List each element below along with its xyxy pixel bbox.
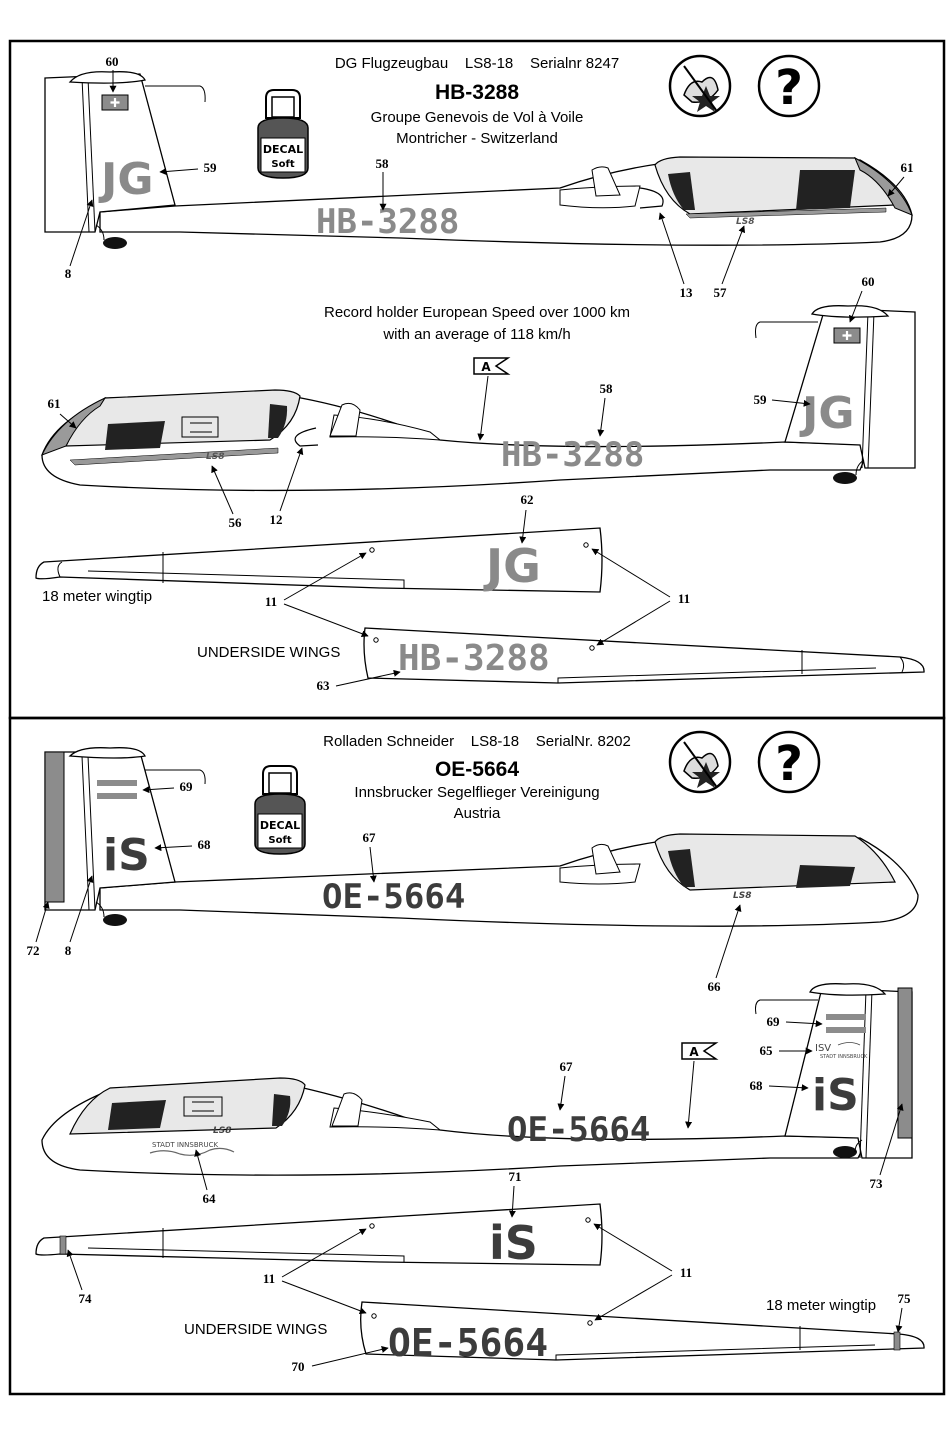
arrow-tag-a-2-label: A [689, 1045, 699, 1059]
panel1-ls-logo: LS8 [736, 217, 754, 227]
callout-11-left-2: 11 [263, 1271, 275, 1286]
callout-67-top: 67 [363, 830, 377, 845]
decal-bottle-line1: DECAL [263, 143, 303, 156]
panel1-manufacturer: DG Flugzeugbau LS8-18 Serialnr 8247 [335, 55, 619, 72]
panel1-fuselage-reg-2: HB-3288 [501, 435, 644, 475]
glider-2-side-left: ISV STADT INNSBRUCK iS OE-5664 LS8 STADT… [41, 983, 913, 1176]
callout-13: 13 [680, 285, 694, 300]
wing-upper-2: iS [35, 1203, 603, 1270]
question-mark-icon-2: ? [757, 730, 821, 794]
decal-soft-bottle-icon: DECAL Soft [257, 89, 309, 179]
panel2-fin-code: iS [103, 830, 150, 881]
callout-73: 73 [870, 1176, 884, 1191]
callout-60-top: 60 [106, 54, 119, 69]
callout-65: 65 [760, 1043, 774, 1058]
panel2-fuselage-reg-2: OE-5664 [507, 1110, 650, 1150]
callout-11-right-2: 11 [680, 1265, 692, 1280]
decal-bottle-line2-2: Soft [268, 835, 291, 846]
wing-upper-1: JG [35, 527, 603, 593]
panel1-ls-logo-2: LS8 [206, 452, 224, 462]
panel2-wing-code: iS [489, 1216, 538, 1270]
callout-64: 64 [203, 1191, 217, 1206]
callout-11-right: 11 [678, 591, 690, 606]
callout-60-mid: 60 [862, 274, 875, 289]
help-symbol: ? [775, 60, 803, 116]
panel2-fuselage-reg: OE-5664 [322, 877, 465, 917]
glider-2-side-right: iS OE-5664 LS8 [44, 747, 919, 927]
callout-67-mid: 67 [560, 1059, 574, 1074]
panel1-record-line2: with an average of 118 km/h [382, 326, 570, 343]
panel2-fin-code-2: iS [812, 1070, 859, 1121]
callout-66: 66 [708, 979, 722, 994]
austrian-flag-icon-2 [826, 1014, 866, 1033]
callout-61-mid: 61 [48, 396, 61, 411]
decal-bottle-line2: Soft [271, 159, 294, 170]
panel1-wing-code: JG [483, 539, 541, 593]
callout-74: 74 [79, 1291, 93, 1306]
panel1-club: Groupe Genevois de Vol à Voile [371, 109, 584, 126]
callout-11-left: 11 [265, 594, 277, 609]
callout-62: 62 [521, 492, 534, 507]
austrian-flag-icon [97, 780, 137, 799]
wing-lower-2: OE-5664 [360, 1301, 925, 1365]
callout-59-mid: 59 [754, 392, 768, 407]
panel2-club: Innsbrucker Segelflieger Vereinigung [354, 784, 599, 801]
panel2-wingtip-caption: 18 meter wingtip [766, 1297, 876, 1314]
callout-58-top: 58 [376, 156, 390, 171]
callout-75: 75 [898, 1291, 912, 1306]
callout-57: 57 [714, 285, 728, 300]
callout-12: 12 [270, 512, 283, 527]
callout-8-top: 8 [65, 266, 72, 281]
panel2-ls-logo-2: LS8 [213, 1126, 231, 1136]
callout-59-top: 59 [204, 160, 218, 175]
callout-58-mid: 58 [600, 381, 614, 396]
stadt-innsbruck-text: STADT INNSBRUCK [152, 1141, 219, 1149]
panel1-fin-code: JG [98, 154, 154, 205]
panel1-record-line1: Record holder European Speed over 1000 k… [324, 304, 630, 321]
decal-bottle-line1-2: DECAL [260, 819, 300, 832]
callout-72: 72 [27, 943, 40, 958]
panel1-wingtip-caption: 18 meter wingtip [42, 588, 152, 605]
panel1-fin-code-2: JG [799, 388, 855, 439]
glider-1-side-right: JG HB-3288 LS8 [44, 71, 913, 249]
callout-69-mid: 69 [767, 1014, 781, 1029]
panel2-registration-title: OE-5664 [435, 758, 519, 781]
isv-stadt-text: STADT INNSBRUCK [820, 1054, 868, 1060]
panel-2-frame [8, 716, 946, 1396]
callout-63: 63 [317, 678, 331, 693]
panel1-underside-caption: UNDERSIDE WINGS [197, 644, 340, 661]
panel2-underside-caption: UNDERSIDE WINGS [184, 1321, 327, 1338]
panel2-manufacturer: Rolladen Schneider LS8-18 SerialNr. 8202 [323, 733, 631, 750]
callout-68-mid: 68 [750, 1078, 764, 1093]
wing-lower-1: HB-3288 [363, 627, 925, 684]
glider-1-side-left: JG HB-3288 LS8 [41, 305, 916, 492]
arrow-tag-a-2: A [681, 1042, 719, 1060]
callout-61-top: 61 [901, 160, 914, 175]
question-mark-icon: ? [757, 54, 821, 118]
arrow-tag-a-label: A [481, 360, 491, 374]
panel1-location: Montricher - Switzerland [396, 130, 558, 147]
no-glue-icon-2 [668, 730, 732, 794]
help-symbol-2: ? [775, 736, 803, 792]
arrow-tag-a: A [473, 357, 511, 375]
callout-71: 71 [509, 1169, 522, 1184]
panel1-wing-reg: HB-3288 [398, 638, 550, 679]
panel1-registration-title: HB-3288 [435, 81, 519, 104]
callout-68-top: 68 [198, 837, 212, 852]
callout-69-top: 69 [180, 779, 194, 794]
panel2-location: Austria [454, 805, 501, 822]
no-glue-icon [668, 54, 732, 118]
decal-soft-bottle-icon-2: DECAL Soft [254, 765, 306, 855]
panel2-wing-reg: OE-5664 [388, 1321, 548, 1365]
panel1-fuselage-reg: HB-3288 [316, 202, 459, 242]
isv-logo: ISV STADT INNSBRUCK [815, 1042, 868, 1060]
callout-8-bottom: 8 [65, 943, 72, 958]
callout-70: 70 [292, 1359, 305, 1374]
callout-56: 56 [229, 515, 243, 530]
panel2-ls-logo: LS8 [733, 891, 751, 901]
isv-logo-text: ISV [815, 1043, 831, 1054]
